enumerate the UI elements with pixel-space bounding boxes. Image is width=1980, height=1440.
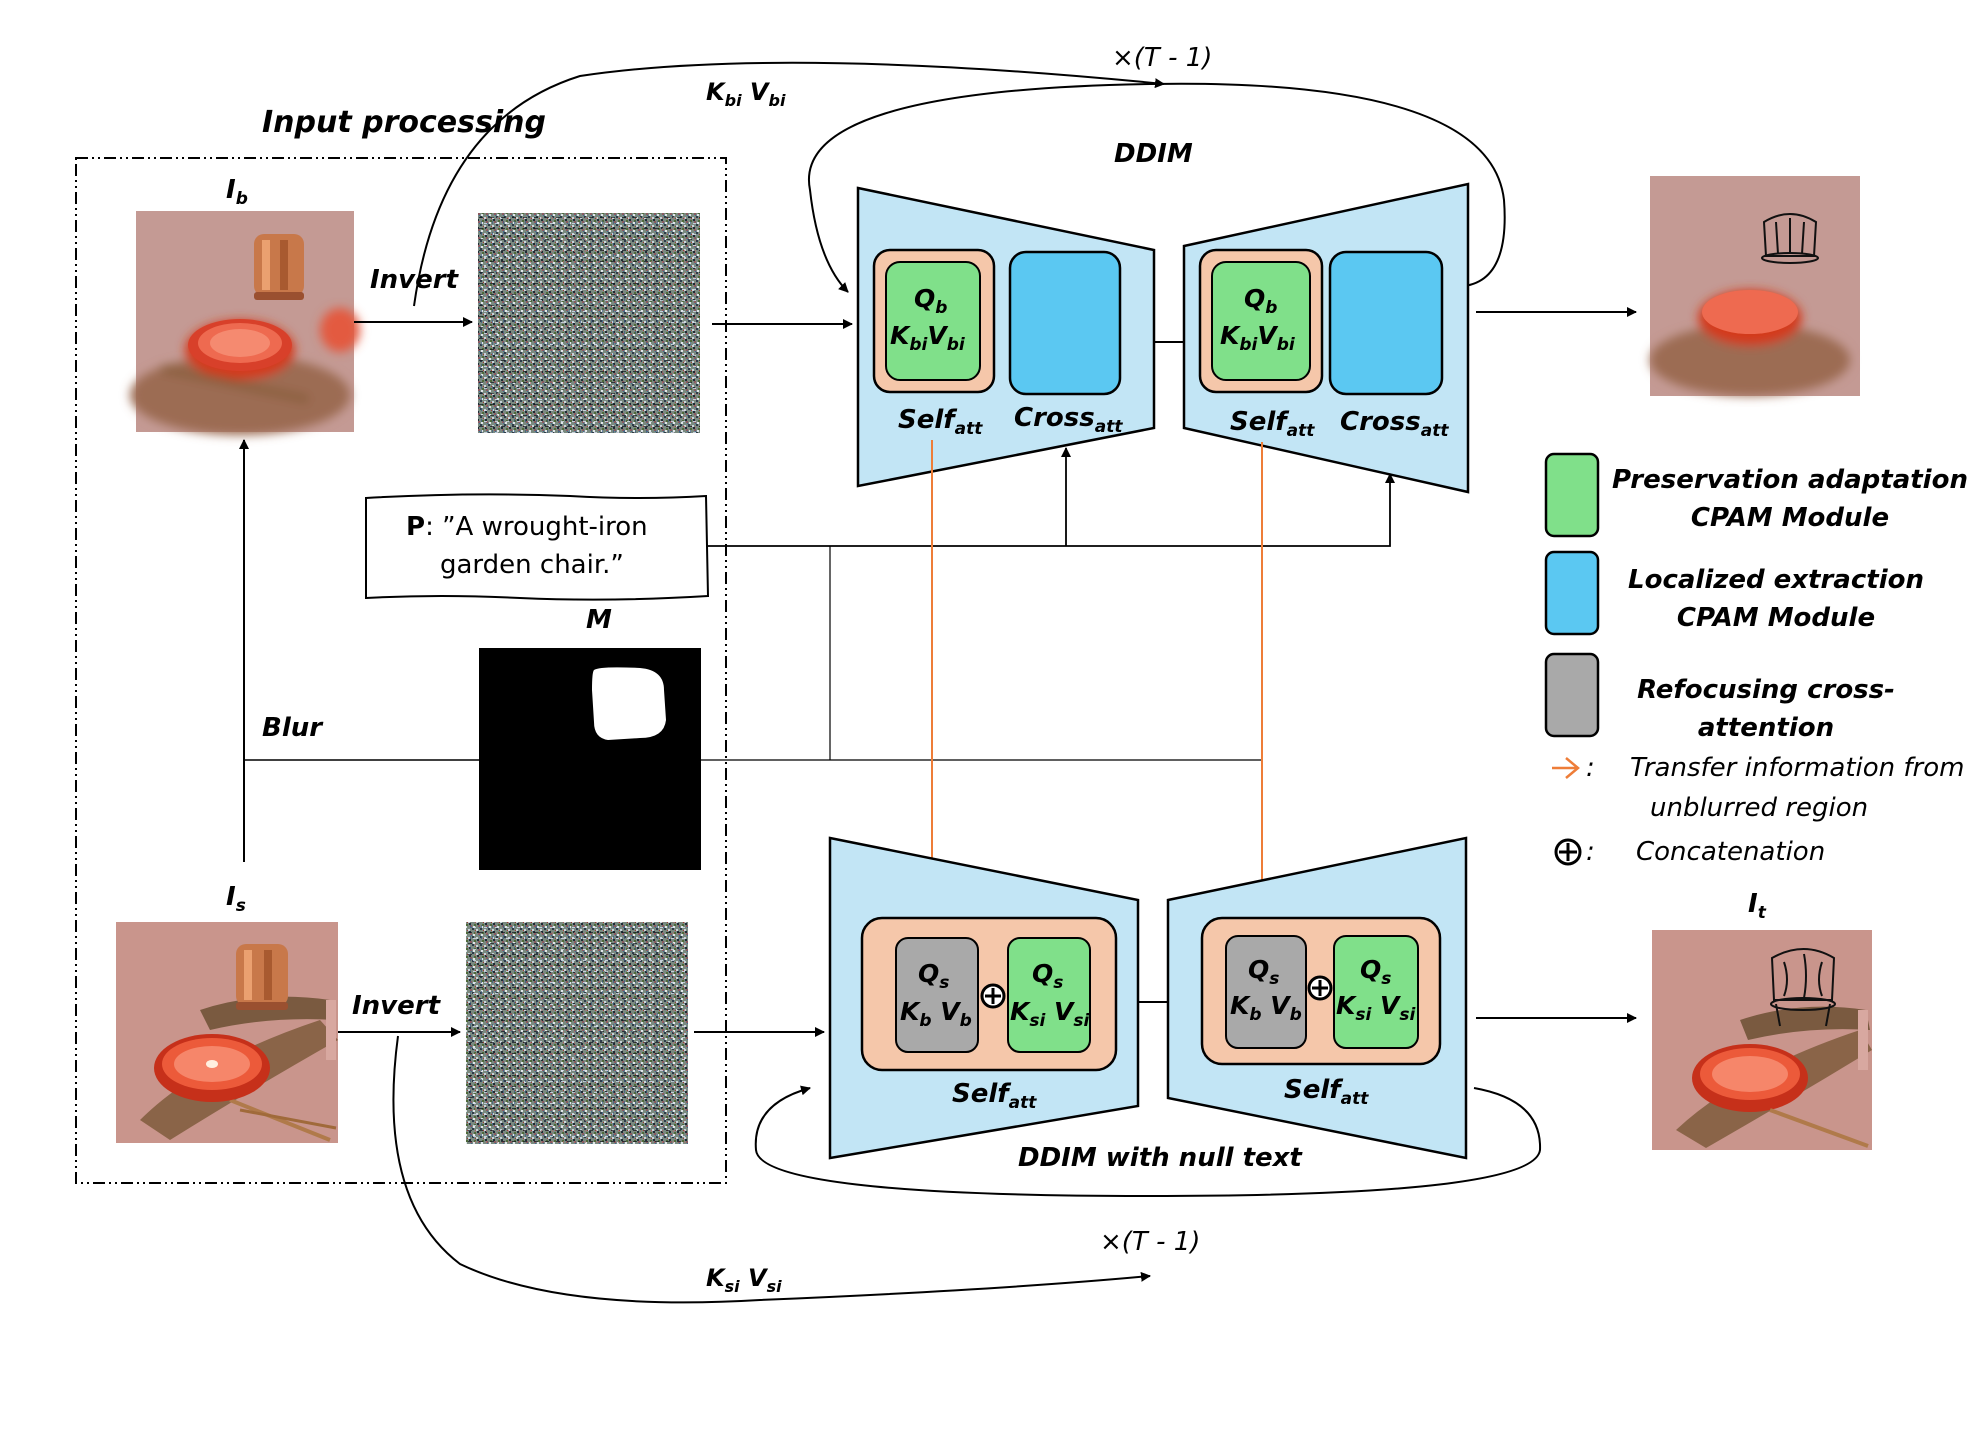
legend-green-swatch xyxy=(1544,452,1600,538)
bottom-decoder-cpam-green xyxy=(1333,935,1419,1049)
label-ib: Ib xyxy=(226,175,248,209)
input-processing-title: Input processing xyxy=(262,105,546,140)
concat-icon-encoder xyxy=(980,983,1006,1009)
ddim-top-loop xyxy=(807,82,1506,293)
bot-enc-self-label: Selfatt xyxy=(952,1079,1037,1113)
bottom-decoder-refocus-gray xyxy=(1225,935,1307,1049)
bot-dec-self-label: Selfatt xyxy=(1284,1075,1369,1109)
bot-enc-ksi-vsi: Ksi Vsi xyxy=(1010,997,1091,1031)
concat-icon-decoder xyxy=(1307,975,1333,1001)
mask-region xyxy=(592,667,666,740)
prompt-line2: garden chair.” xyxy=(440,550,624,580)
kv-si-arc xyxy=(392,1035,1151,1304)
ddim-top-label: DDIM xyxy=(1114,139,1193,169)
repeat-bottom-label: ×(T - 1) xyxy=(1100,1227,1200,1257)
bot-dec-ksi-vsi: Ksi Vsi xyxy=(1336,991,1417,1025)
prompt-line1: P: ”A wrought-iron xyxy=(406,512,648,542)
legend-concat-icon xyxy=(1554,838,1582,866)
top-dec-cross-label: Crossatt xyxy=(1340,407,1449,441)
bot-enc-qs-green: Qs xyxy=(1032,959,1063,993)
legend-blue-line2: CPAM Module xyxy=(1677,603,1875,633)
top-decoder-cpam-green xyxy=(1211,261,1311,381)
legend-gray-line1: Refocusing cross- xyxy=(1637,675,1895,705)
legend-arrow-colon: : xyxy=(1586,753,1595,783)
blurred-background-image xyxy=(130,211,360,435)
bot-enc-qs-gray: Qs xyxy=(918,959,949,993)
top-enc-qb: Qb xyxy=(914,284,947,318)
bot-enc-kb-vb: Kb Vb xyxy=(900,997,972,1031)
prompt-to-decoder-cross xyxy=(708,473,1395,547)
top-dec-self-label: Selfatt xyxy=(1230,407,1315,441)
reconstructed-background-image xyxy=(1650,176,1860,396)
top-encoder-cpam-green xyxy=(885,261,981,381)
legend-orange-arrow-icon xyxy=(1552,757,1580,779)
legend-gray-line2: attention xyxy=(1698,713,1834,743)
bottom-encoder-cpam-green xyxy=(1007,937,1091,1053)
target-image xyxy=(1652,930,1872,1150)
bot-dec-kb-vb: Kb Vb xyxy=(1230,991,1302,1025)
top-decoder-cross-att-block xyxy=(1328,250,1444,396)
mask-image xyxy=(479,648,701,870)
legend-arrow-line2: unblurred region xyxy=(1650,793,1868,823)
legend-arrow-line1: Transfer information from xyxy=(1630,753,1964,783)
legend-concat-label: Concatenation xyxy=(1636,837,1825,867)
top-encoder-cross-att-block xyxy=(1008,250,1122,396)
legend-green-line2: CPAM Module xyxy=(1691,503,1889,533)
repeat-top-label: ×(T - 1) xyxy=(1112,43,1212,73)
prompt-box xyxy=(365,493,710,601)
legend-blue-line1: Localized extraction xyxy=(1628,565,1924,595)
kv-bi-arc xyxy=(413,61,1165,307)
label-m: M xyxy=(586,605,612,635)
legend-concat-colon: : xyxy=(1586,837,1595,867)
source-image xyxy=(116,922,338,1143)
invert-label-bottom: Invert xyxy=(352,991,442,1021)
bot-dec-qs-green: Qs xyxy=(1360,955,1391,989)
ddim-bottom-label: DDIM with null text xyxy=(1018,1143,1303,1173)
bot-dec-qs-gray: Qs xyxy=(1248,955,1279,989)
legend-green-line1: Preservation adaptation xyxy=(1612,465,1968,495)
top-enc-kv: KbiVbi xyxy=(890,321,966,355)
invert-label-top: Invert xyxy=(370,265,460,295)
top-dec-kv: KbiVbi xyxy=(1220,321,1296,355)
label-is: Is xyxy=(226,882,246,916)
label-it: It xyxy=(1748,889,1767,923)
top-enc-cross-label: Crossatt xyxy=(1014,403,1123,437)
kv-bi-label: Kbi Vbi xyxy=(706,78,786,110)
ddim-bottom-loop xyxy=(754,1085,1542,1198)
bottom-encoder-refocus-gray xyxy=(895,937,979,1053)
input-processing-frame xyxy=(75,157,727,1184)
legend-blue-swatch xyxy=(1544,550,1600,636)
top-dec-qb: Qb xyxy=(1244,284,1277,318)
top-enc-self-label: Selfatt xyxy=(898,405,983,439)
kv-si-label: Ksi Vsi xyxy=(706,1264,782,1296)
legend-gray-swatch xyxy=(1544,652,1600,738)
blur-label: Blur xyxy=(262,713,324,743)
